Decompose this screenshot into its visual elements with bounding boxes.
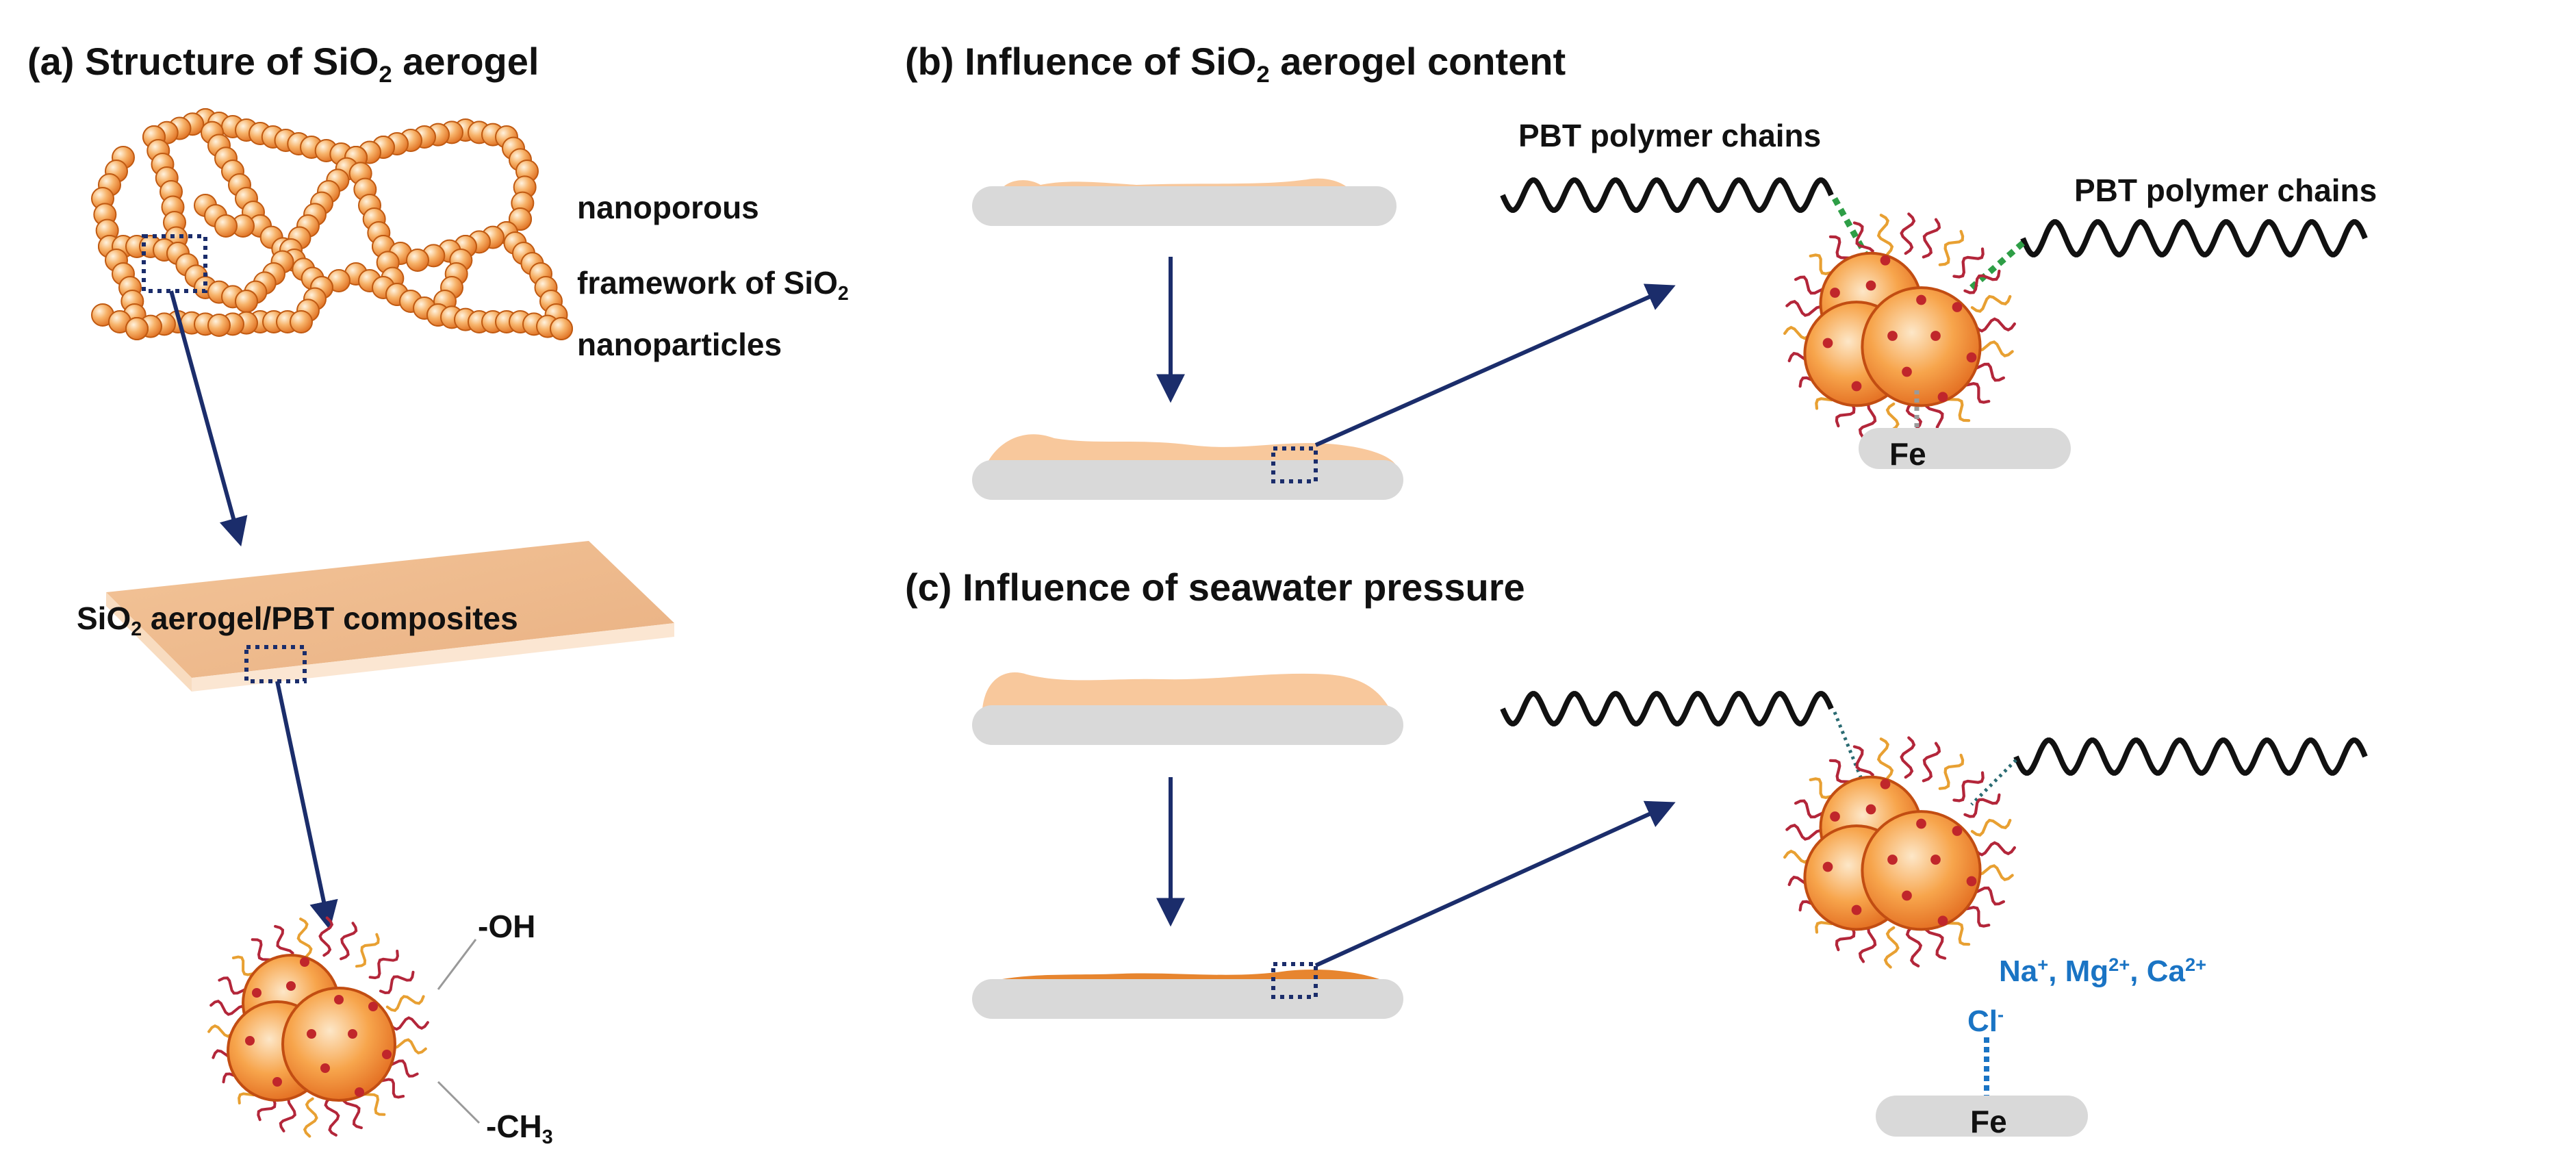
panel-b-title: (b) Influence of SiO2 aerogel content [905,40,1566,88]
zoom-box-b [1271,446,1318,483]
pbt-chain-c-right [2013,737,2368,776]
nanoparticle-cluster-c [1783,736,2016,969]
substrate-b-top [972,178,1397,226]
hbond-b-right [1969,240,2025,290]
weak-interaction-c-left [1833,711,1864,781]
pbt-chain-c-left [1500,691,1834,726]
panel-a-title: (a) Structure of SiO2 aerogel [27,40,539,88]
methyl-label: -CH3 [486,1109,553,1149]
arrow-c-zoom [1314,800,1676,967]
panel-c-title: (c) Influence of seawater pressure [905,566,1525,609]
chloride-label: Cl- [1967,1004,2004,1038]
zoom-box-composite [244,645,307,683]
substrate-b-bottom [972,434,1403,500]
zoom-box-framework [142,234,207,293]
pbt-chain-b-right [2020,219,2368,257]
substrate-c-top [972,672,1403,745]
framework-label-line3: nanoparticles [577,327,782,362]
composite-slab [106,541,674,692]
composite-label: SiO2 aerogel/PBT composites [77,600,518,641]
zoom-box-c [1271,962,1318,999]
fe-bar-b [1859,428,2071,469]
pbt-chains-label-right: PBT polymer chains [2074,173,2377,208]
framework-label-line1: nanoporous [577,190,759,225]
fe-bar-c [1876,1096,2088,1137]
cation-label: Na+, Mg2+, Ca2+ [1999,954,2207,988]
arrow-framework-to-composite [169,290,248,547]
hbond-b-left [1832,197,1872,262]
arrow-b-zoom [1314,283,1676,447]
silica-framework-network [91,108,573,340]
hydroxyl-label: -OH [478,909,536,944]
arrow-composite-to-nanoparticle [275,681,338,931]
ch3-leader-line [437,1080,481,1124]
pbt-chain-b-left [1500,177,1834,213]
nanoparticle-cluster-b [1783,212,2016,445]
fe-label-b: Fe [1889,436,1926,472]
oh-leader-line [437,939,477,990]
fe-label-c: Fe [1970,1104,2007,1139]
substrate-c-bottom [972,969,1403,1019]
pbt-chains-label-left: PBT polymer chains [1518,118,1822,153]
nanoparticle-cluster-a [207,916,429,1138]
framework-label-line2: framework of SiO2 [577,265,849,305]
